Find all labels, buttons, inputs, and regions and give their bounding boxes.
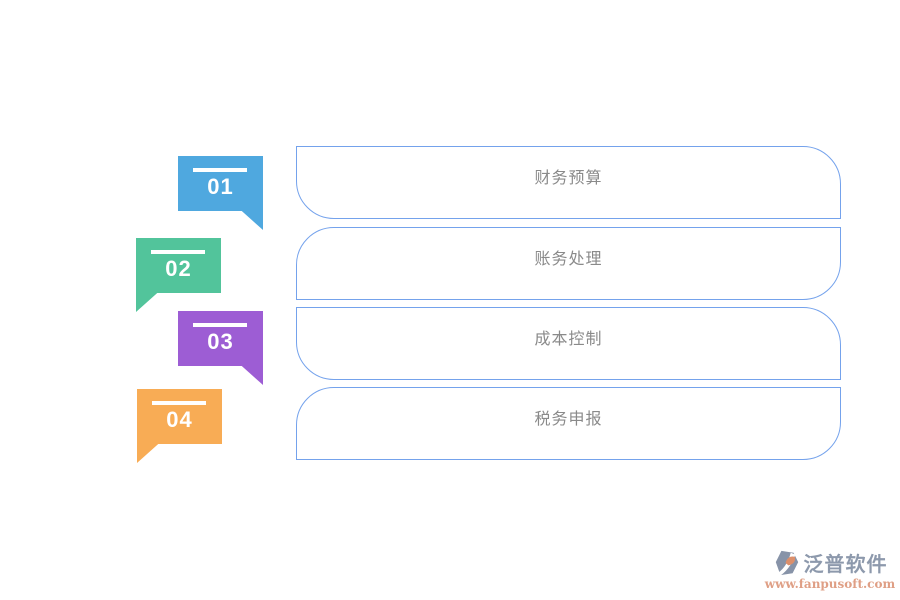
badge-accent-line (151, 250, 205, 254)
step-badge-3: 03 (178, 311, 263, 385)
step-badge-2: 02 (136, 238, 221, 312)
panel-cost-control: 成本控制 (296, 307, 841, 380)
panel-account-processing: 账务处理 (296, 227, 841, 300)
step-badge-4: 04 (137, 389, 222, 463)
badge-number-4: 04 (166, 407, 193, 432)
brand-name: 泛普软件 (803, 552, 888, 576)
panel-tax-declaration: 税务申报 (296, 387, 841, 460)
fanpu-logo-icon (774, 550, 798, 577)
panel-label-1: 财务预算 (534, 168, 603, 187)
panel-label-2: 账务处理 (534, 249, 603, 268)
badge-number-3: 03 (207, 329, 234, 354)
badge-accent-line (193, 168, 247, 172)
step-badge-1: 01 (178, 156, 263, 230)
brand-row: 泛普软件 (764, 548, 896, 577)
panel-label-3: 成本控制 (534, 329, 603, 348)
panel-label-4: 税务申报 (534, 409, 603, 428)
brand-footer: 泛普软件 www.fanpusoft.com (764, 548, 896, 591)
panel-financial-budget: 财务预算 (296, 146, 841, 219)
badge-number-1: 01 (207, 174, 234, 199)
badge-accent-line (193, 323, 247, 327)
badge-accent-line (152, 401, 206, 405)
brand-website: www.fanpusoft.com (764, 577, 896, 591)
badge-number-2: 02 (165, 256, 192, 281)
